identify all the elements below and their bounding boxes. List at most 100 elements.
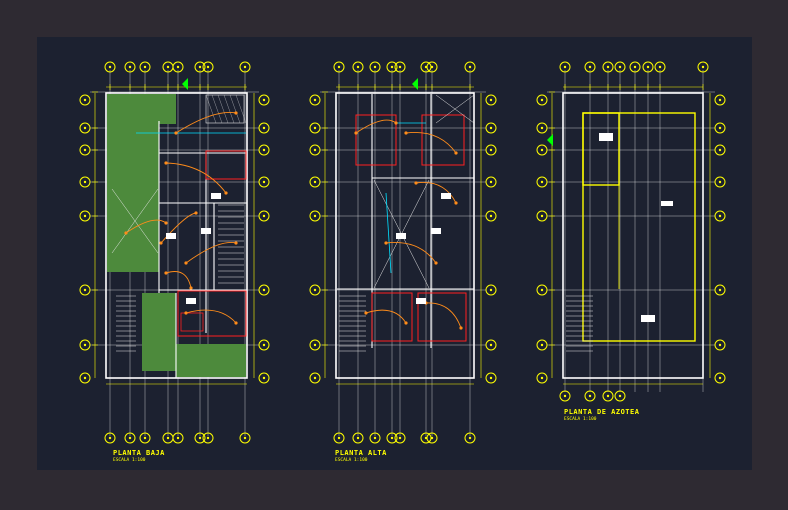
axis-bubble-bottom-dot <box>468 436 472 440</box>
electric-outlet <box>384 241 388 245</box>
annotation-block <box>431 228 441 234</box>
axis-bubble-bottom-dot <box>430 436 434 440</box>
axis-bubble-right-dot <box>489 126 493 130</box>
axis-bubble-top-dot <box>337 65 341 69</box>
axis-bubble-left-dot <box>83 376 87 380</box>
axis-bubble-left-dot <box>313 126 317 130</box>
axis-bubble-bottom <box>559 390 571 402</box>
axis-bubble-left <box>309 144 321 156</box>
axis-bubble-right <box>714 144 726 156</box>
electric-circuit-arc <box>125 219 167 234</box>
axis-bubble-top-dot <box>198 65 202 69</box>
axis-bubble-left-dot <box>313 148 317 152</box>
axis-bubble-bottom-dot <box>108 436 112 440</box>
plan-title-planta-baja: PLANTA BAJA <box>113 449 165 457</box>
axis-bubble-bottom-dot <box>618 394 622 398</box>
electric-outlet <box>394 121 398 125</box>
axis-bubble-bottom-dot <box>176 436 180 440</box>
axis-bubble-top <box>602 61 614 73</box>
axis-bubble-left-dot <box>83 288 87 292</box>
axis-bubble-top-dot <box>390 65 394 69</box>
axis-bubble-left <box>79 339 91 351</box>
axis-bubble-right-dot <box>262 288 266 292</box>
axis-bubble-right-dot <box>489 376 493 380</box>
axis-bubble-right-dot <box>718 376 722 380</box>
axis-bubble-right-dot <box>718 126 722 130</box>
axis-bubble-top-dot <box>243 65 247 69</box>
axis-bubble-left-dot <box>540 148 544 152</box>
axis-bubble-right-dot <box>489 214 493 218</box>
axis-bubble-top <box>202 61 214 73</box>
axis-bubble-top-dot <box>206 65 210 69</box>
axis-bubble-left-dot <box>313 343 317 347</box>
axis-bubble-top-dot <box>143 65 147 69</box>
axis-bubble-left <box>79 372 91 384</box>
electric-outlet <box>364 311 368 315</box>
axis-bubble-left-dot <box>540 98 544 102</box>
axis-bubble-right-dot <box>489 148 493 152</box>
axis-bubble-top <box>426 61 438 73</box>
axis-bubble-bottom-dot <box>337 436 341 440</box>
axis-bubble-left-dot <box>313 288 317 292</box>
axis-bubble-right <box>714 176 726 188</box>
axis-bubble-bottom <box>352 432 364 444</box>
electric-outlet <box>124 231 128 235</box>
electric-outlet <box>164 271 168 275</box>
hatch-line <box>205 94 217 124</box>
axis-bubble-bottom-dot <box>563 394 567 398</box>
axis-bubble-top <box>629 61 641 73</box>
electric-outlet <box>184 261 188 265</box>
axis-bubble-bottom <box>602 390 614 402</box>
axis-bubble-right <box>485 176 497 188</box>
axis-bubble-top <box>239 61 251 73</box>
axis-bubble-left <box>536 284 548 296</box>
axis-bubble-left <box>79 176 91 188</box>
axis-bubble-top <box>697 61 709 73</box>
electric-circuit-arc <box>185 309 237 324</box>
axis-bubble-top <box>464 61 476 73</box>
axis-bubble-right <box>714 372 726 384</box>
axis-bubble-top <box>194 61 206 73</box>
axis-bubble-right-dot <box>262 126 266 130</box>
axis-bubble-right-dot <box>718 148 722 152</box>
axis-bubble-right <box>714 122 726 134</box>
axis-bubble-right-dot <box>262 376 266 380</box>
electric-outlet <box>184 311 188 315</box>
axis-bubble-top-dot <box>618 65 622 69</box>
axis-bubble-top <box>352 61 364 73</box>
electric-circuit-arc <box>365 309 407 324</box>
axis-bubble-left-dot <box>313 376 317 380</box>
axis-bubble-right-dot <box>262 214 266 218</box>
room-outline-red <box>177 290 247 337</box>
annotation-block <box>599 133 613 141</box>
north-arrow-icon <box>412 78 418 90</box>
axis-bubble-top-dot <box>166 65 170 69</box>
axis-bubble-bottom <box>464 432 476 444</box>
axis-bubble-top-dot <box>606 65 610 69</box>
electric-outlet <box>404 321 408 325</box>
axis-bubble-right <box>714 284 726 296</box>
axis-bubble-left <box>536 176 548 188</box>
axis-bubble-left <box>536 122 548 134</box>
axis-bubble-right <box>258 122 270 134</box>
axis-bubble-right <box>485 339 497 351</box>
axis-bubble-top-dot <box>176 65 180 69</box>
axis-bubble-bottom <box>124 432 136 444</box>
axis-bubble-left-dot <box>83 148 87 152</box>
north-arrow-icon <box>547 134 553 146</box>
axis-bubble-bottom-dot <box>166 436 170 440</box>
axis-bubble-right <box>714 94 726 106</box>
axis-bubble-right-dot <box>718 343 722 347</box>
electric-outlet <box>234 241 238 245</box>
axis-bubble-bottom <box>614 390 626 402</box>
axis-bubble-top <box>394 61 406 73</box>
axis-bubble-bottom <box>386 432 398 444</box>
axis-bubble-left-dot <box>83 180 87 184</box>
axis-bubble-left-dot <box>540 376 544 380</box>
axis-bubble-left <box>309 284 321 296</box>
plan-planta-baja <box>79 61 270 444</box>
axis-bubble-right-dot <box>262 98 266 102</box>
axis-bubble-top-dot <box>356 65 360 69</box>
axis-bubble-right-dot <box>262 148 266 152</box>
electric-outlet <box>164 221 168 225</box>
